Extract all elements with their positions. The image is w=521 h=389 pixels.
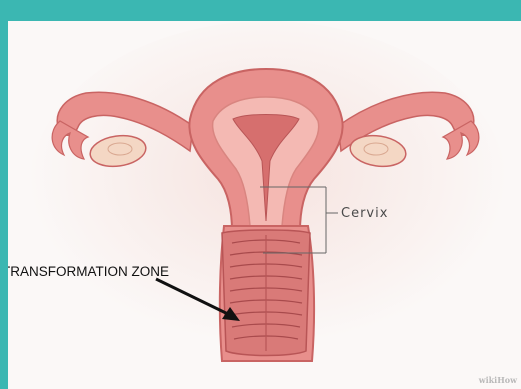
wikihow-watermark: wikiHow — [479, 375, 517, 385]
diagram-canvas: Cervix TRANSFORMATION ZONE wikiHow — [8, 21, 521, 389]
cervix-label: Cervix — [341, 206, 388, 221]
transformation-zone-label: TRANSFORMATION ZONE — [8, 264, 169, 279]
uterus-illustration — [8, 21, 521, 389]
